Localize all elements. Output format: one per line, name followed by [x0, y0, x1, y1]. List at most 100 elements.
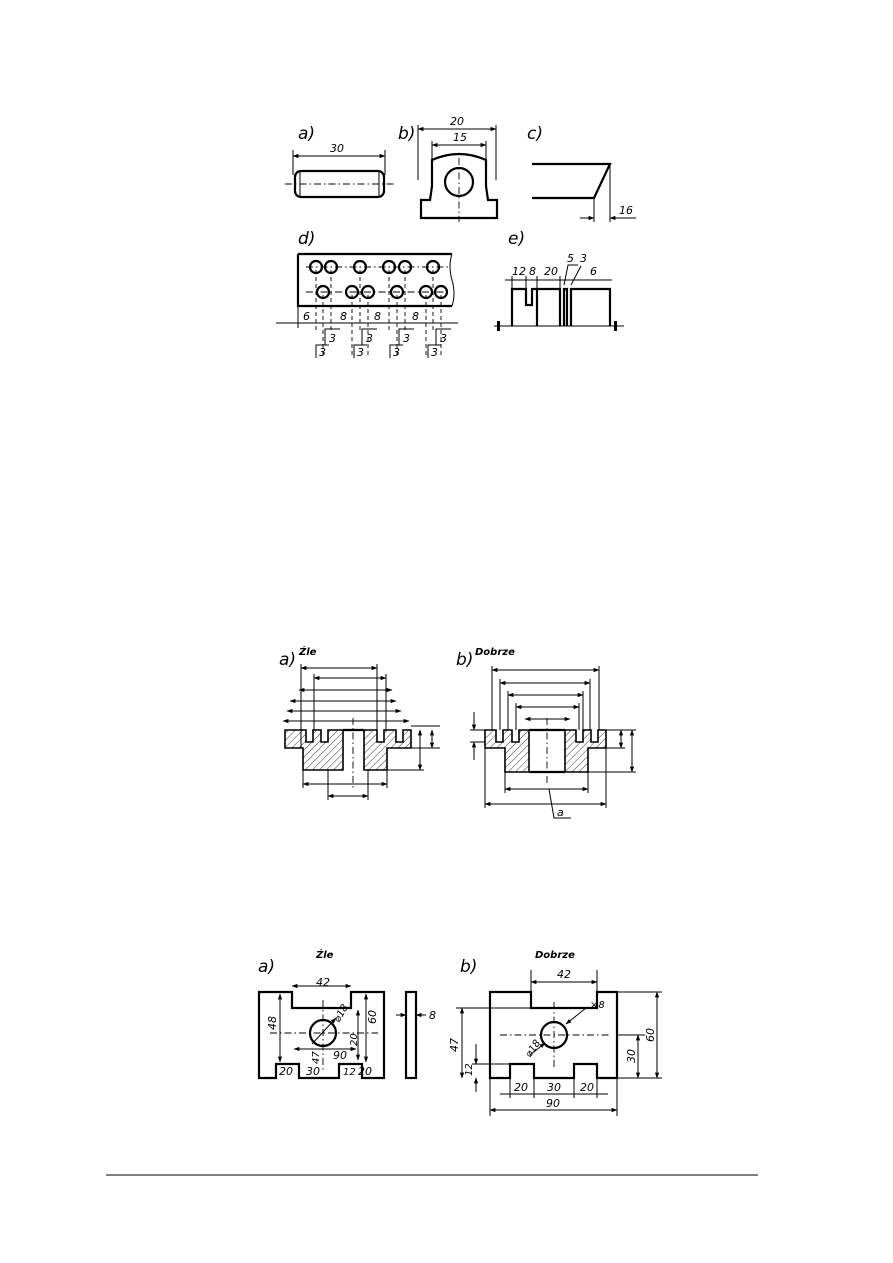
section-right — [564, 729, 607, 773]
fig1-d-dim-3a: 3 — [329, 332, 336, 345]
fig3-a-dim-20v: 20 — [349, 1033, 360, 1046]
fig3-label-a: a) — [258, 957, 275, 977]
fig1-c-dim-16: 16 — [619, 204, 633, 217]
fig3-a-dim-47: 47 — [311, 1051, 322, 1064]
fig3-b-dim-20b: 20 — [580, 1081, 594, 1094]
plate-outline — [257, 990, 386, 1080]
fig3-a-dim-20-left: 20 — [279, 1065, 293, 1078]
side-view — [404, 990, 418, 1080]
fig3-title-b: Dobrze — [535, 950, 575, 961]
fig2-b-dim-a: a — [557, 806, 564, 819]
fig1-a-dim-30: 30 — [330, 142, 344, 155]
figure-3: a) Źle 42 48 60 20 47 90 ⌀18 20 30 12 20 — [257, 948, 662, 1116]
fig1-view-d: d) — [276, 229, 458, 359]
leader-line — [398, 328, 414, 345]
fig3-b-dim-90: 90 — [546, 1097, 560, 1110]
fig1-b-dim-20: 20 — [450, 115, 464, 128]
fig3-a-dim-8: 8 — [429, 1009, 436, 1022]
leader-line — [435, 328, 451, 345]
fig2-label-a: a) — [279, 650, 296, 670]
fig3-b-dim-20a: 20 — [514, 1081, 528, 1094]
leader-line — [315, 344, 329, 358]
fig1-view-c: c) 16 — [527, 124, 636, 222]
fig2-label-b: b) — [456, 650, 473, 670]
fig1-label-d: d) — [298, 229, 315, 249]
fig3-a-dim-30: 30 — [306, 1065, 320, 1078]
figure-1: a) 30 b) 20 15 c) — [276, 115, 636, 359]
fig1-view-a: a) 30 — [285, 124, 395, 199]
fig1-d-dim-3h: 3 — [431, 346, 438, 359]
fig3-a-dim-60: 60 — [366, 1010, 379, 1024]
fig3-b-dim-x8: ×8 — [590, 1000, 605, 1011]
break-mark — [614, 321, 617, 331]
fig2-title-b: Dobrze — [475, 647, 515, 658]
break-line — [449, 253, 455, 307]
fig1-d-dim-3f: 3 — [393, 346, 400, 359]
section-left — [284, 729, 344, 771]
bearing-block-outline — [419, 152, 499, 220]
fig3-b-dim-30v: 30 — [625, 1049, 638, 1063]
fig1-label-e: e) — [508, 229, 525, 249]
leader-line — [324, 328, 340, 345]
fig3-a-dim-90: 90 — [333, 1049, 347, 1062]
diameter-leader — [529, 1042, 546, 1056]
leader-line — [361, 328, 377, 345]
fig3-title-a: Źle — [315, 948, 334, 961]
fig1-d-dim-3g: 3 — [440, 332, 447, 345]
plate-outline — [488, 990, 619, 1080]
fig3-b-dim-47: 47 — [448, 1038, 461, 1052]
leader-line — [570, 265, 582, 286]
fig2-title-a: Źle — [298, 645, 317, 658]
fig1-d-dim-3d: 3 — [357, 346, 364, 359]
leader-line — [548, 788, 571, 819]
fig1-label-b: b) — [398, 124, 415, 144]
fig1-view-e: e) 12 8 20 5 3 6 — [494, 229, 624, 331]
fig1-label-c: c) — [527, 124, 543, 144]
fig1-e-dim-20: 20 — [544, 265, 558, 278]
fig3-a-dim-48: 48 — [266, 1016, 279, 1030]
fig1-d-dim-3e: 3 — [403, 332, 410, 345]
comb-profile-outline — [510, 287, 612, 326]
figure-2: a) Źle — [279, 645, 636, 819]
fig1-d-dim-8a: 8 — [340, 310, 347, 323]
fig1-d-dim-3b: 3 — [319, 346, 326, 359]
fig3-b-dim-60: 60 — [644, 1028, 657, 1042]
fig1-e-dim-3: 3 — [580, 252, 587, 265]
fig2-view-b: b) Dobrze — [456, 647, 636, 819]
fig3-b-dim-30: 30 — [547, 1081, 561, 1094]
section-right — [363, 729, 412, 771]
bar-outline — [532, 162, 612, 200]
fig3-b-dim-42: 42 — [557, 968, 571, 981]
leader-line — [563, 264, 578, 286]
fig1-d-dim-6: 6 — [303, 310, 310, 323]
leader-line — [389, 344, 403, 358]
fig3-view-a: a) Źle 42 48 60 20 47 90 ⌀18 20 30 12 20 — [257, 948, 436, 1080]
fig1-e-dim-8: 8 — [529, 265, 536, 278]
fig1-d-dim-3c: 3 — [366, 332, 373, 345]
leader-line — [353, 344, 367, 358]
fig3-label-b: b) — [460, 957, 477, 977]
fig3-a-dim-12: 12 — [343, 1067, 356, 1078]
break-mark — [497, 321, 500, 331]
fig1-e-dim-12: 12 — [512, 265, 526, 278]
fig1-d-dim-8c: 8 — [412, 310, 419, 323]
fig1-b-dim-15: 15 — [453, 131, 467, 144]
fig1-e-dim-5: 5 — [567, 252, 574, 265]
fig1-d-dim-8b: 8 — [374, 310, 381, 323]
fig3-a-dim-20-right: 20 — [358, 1065, 372, 1078]
section-left — [484, 729, 530, 773]
fig3-b-dim-12: 12 — [464, 1063, 475, 1076]
fig2-a-dims — [282, 664, 440, 800]
fig2-view-a: a) Źle — [279, 645, 440, 800]
leader-line — [427, 344, 441, 358]
fig3-b-dim-dia18: ⌀18 — [523, 1038, 543, 1060]
fig1-e-dim-6: 6 — [590, 265, 597, 278]
fig3-view-b: b) Dobrze 42 ×8 ⌀18 47 12 60 — [448, 950, 662, 1116]
fig3-a-dim-dia18: ⌀18 — [332, 1003, 351, 1025]
fig1-label-a: a) — [298, 124, 315, 144]
fig3-a-dim-42: 42 — [316, 976, 330, 989]
fig1-view-b: b) 20 15 — [398, 115, 499, 222]
leader-line — [565, 1007, 587, 1025]
fig2-b-dims: a — [470, 666, 636, 819]
